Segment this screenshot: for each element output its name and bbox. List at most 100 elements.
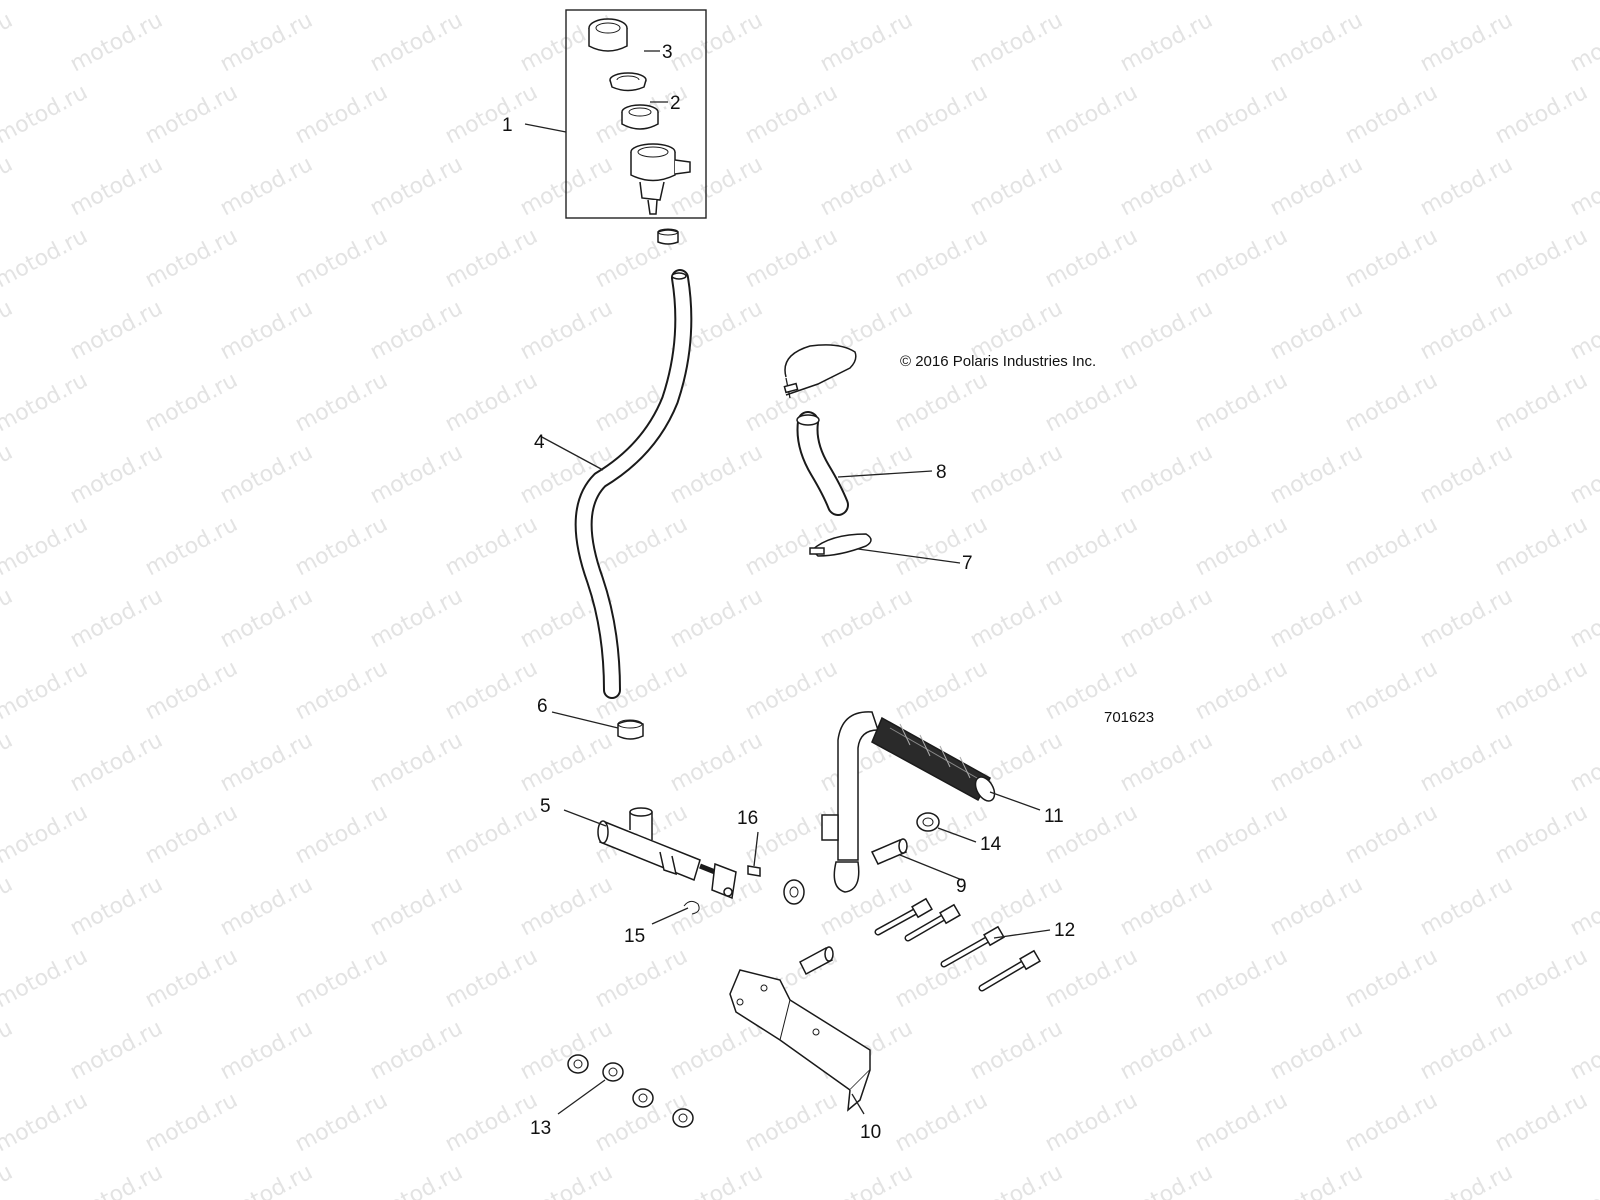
watermark-text: motod.ru (741, 656, 842, 725)
pivot-bushing (870, 838, 963, 881)
watermark-text: motod.ru (1116, 872, 1217, 941)
watermark-text: motod.ru (1416, 440, 1517, 509)
watermark-text: motod.ru (291, 944, 392, 1013)
callout-4: 4 (534, 432, 545, 453)
watermark-text: motod.ru (216, 296, 317, 365)
watermark-text: motod.ru (216, 152, 317, 221)
watermark-text: motod.ru (141, 944, 242, 1013)
watermark-text: motod.ru (1266, 728, 1367, 797)
watermark-text: motod.ru (66, 440, 167, 509)
watermark-text: motod.ru (1491, 0, 1592, 5)
callout-12: 12 (1054, 920, 1075, 941)
watermark-text: motod.ru (216, 728, 317, 797)
watermark-text: motod.ru (66, 584, 167, 653)
watermark-text: motod.ru (1491, 368, 1592, 437)
callout-15: 15 (624, 926, 645, 947)
watermark-text: motod.ru (891, 944, 992, 1013)
watermark-text: motod.ru (816, 152, 917, 221)
watermark-text: motod.ru (366, 728, 467, 797)
watermark-text: motod.ru (291, 1088, 392, 1157)
watermark-text: motod.ru (0, 440, 17, 509)
watermark-text: motod.ru (1566, 872, 1600, 941)
watermark-text: motod.ru (1041, 512, 1142, 581)
watermark-text: motod.ru (66, 8, 167, 77)
watermark-text: motod.ru (1416, 152, 1517, 221)
watermark-text: motod.ru (891, 0, 992, 5)
watermark-text: motod.ru (1341, 80, 1442, 149)
clevis-pin (747, 831, 761, 877)
watermark-text: motod.ru (1416, 872, 1517, 941)
watermark-text: motod.ru (0, 728, 17, 797)
brake-pedal (821, 711, 1041, 893)
watermark-text: motod.ru (1191, 368, 1292, 437)
watermark-text: motod.ru (591, 512, 692, 581)
watermark-text: motod.ru (0, 224, 92, 293)
watermark-text: motod.ru (666, 440, 767, 509)
watermark-text: motod.ru (891, 656, 992, 725)
diagram-id: 701623 (1104, 709, 1154, 726)
watermark-text: motod.ru (216, 8, 317, 77)
watermark-text: motod.ru (141, 368, 242, 437)
watermark-text: motod.ru (0, 584, 17, 653)
watermark-text: motod.ru (141, 800, 242, 869)
watermark-text: motod.ru (1116, 584, 1217, 653)
watermark-text: motod.ru (1266, 1160, 1367, 1200)
watermark-text: motod.ru (1041, 368, 1142, 437)
watermark-text: motod.ru (441, 512, 542, 581)
watermark-text: motod.ru (1416, 584, 1517, 653)
watermark-text: motod.ru (741, 0, 842, 5)
watermark-text: motod.ru (366, 1160, 467, 1200)
watermark-text: motod.ru (441, 368, 542, 437)
watermark-text: motod.ru (1191, 80, 1292, 149)
watermark-text: motod.ru (1116, 1016, 1217, 1085)
watermark-text: motod.ru (1266, 440, 1367, 509)
watermark-text: motod.ru (1266, 1016, 1367, 1085)
watermark-text: motod.ru (1341, 1088, 1442, 1157)
watermark-text: motod.ru (1266, 584, 1367, 653)
spacer-sleeve (799, 946, 834, 976)
watermark-text: motod.ru (1191, 512, 1292, 581)
watermark-text: motod.ru (66, 728, 167, 797)
watermark-text: motod.ru (1491, 80, 1592, 149)
watermark-text: motod.ru (441, 224, 542, 293)
watermark-text: motod.ru (1491, 1088, 1592, 1157)
watermark-text: motod.ru (0, 368, 92, 437)
watermark-text: motod.ru (291, 80, 392, 149)
callout-labels: 1 2 3 4 5 6 7 8 9 10 11 12 13 14 15 16 (502, 42, 1075, 1143)
reservoir-assembly (524, 9, 707, 219)
watermark-text: motod.ru (1041, 1088, 1142, 1157)
watermark-text: motod.ru (891, 368, 992, 437)
diaphragm-plate (621, 104, 659, 130)
watermark-text: motod.ru (0, 1088, 92, 1157)
watermark-text: motod.ru (1041, 80, 1142, 149)
watermark-text: motod.ru (366, 440, 467, 509)
callout-11: 11 (1044, 806, 1064, 827)
watermark-text: motod.ru (1116, 1160, 1217, 1200)
diaphragm (609, 72, 647, 92)
callout-2: 2 (670, 93, 681, 114)
watermark-text: motod.ru (1416, 1016, 1517, 1085)
watermark-text: motod.ru (0, 944, 92, 1013)
callout-6: 6 (537, 696, 548, 717)
callout-1: 1 (502, 115, 513, 136)
watermark-text: motod.ru (1416, 1160, 1517, 1200)
watermark-text: motod.ru (591, 944, 692, 1013)
watermark-text: motod.ru (966, 8, 1067, 77)
watermark-text: motod.ru (366, 872, 467, 941)
callout-13: 13 (530, 1118, 551, 1139)
callout-7: 7 (962, 553, 973, 574)
watermark-text: motod.ru (1491, 944, 1592, 1013)
watermark-text: motod.ru (216, 584, 317, 653)
watermark-text: motod.ru (1116, 8, 1217, 77)
watermark-text: motod.ru (141, 224, 242, 293)
cotter-pin (651, 900, 700, 925)
watermark-text: motod.ru (1416, 296, 1517, 365)
watermark-text: motod.ru (441, 0, 542, 5)
watermark-text: motod.ru (66, 1016, 167, 1085)
callout-3: 3 (662, 42, 673, 63)
watermark-text: motod.ru (966, 1016, 1067, 1085)
watermark-text: motod.ru (1491, 224, 1592, 293)
watermark-text: motod.ru (441, 800, 542, 869)
watermark-text: motod.ru (591, 0, 692, 5)
